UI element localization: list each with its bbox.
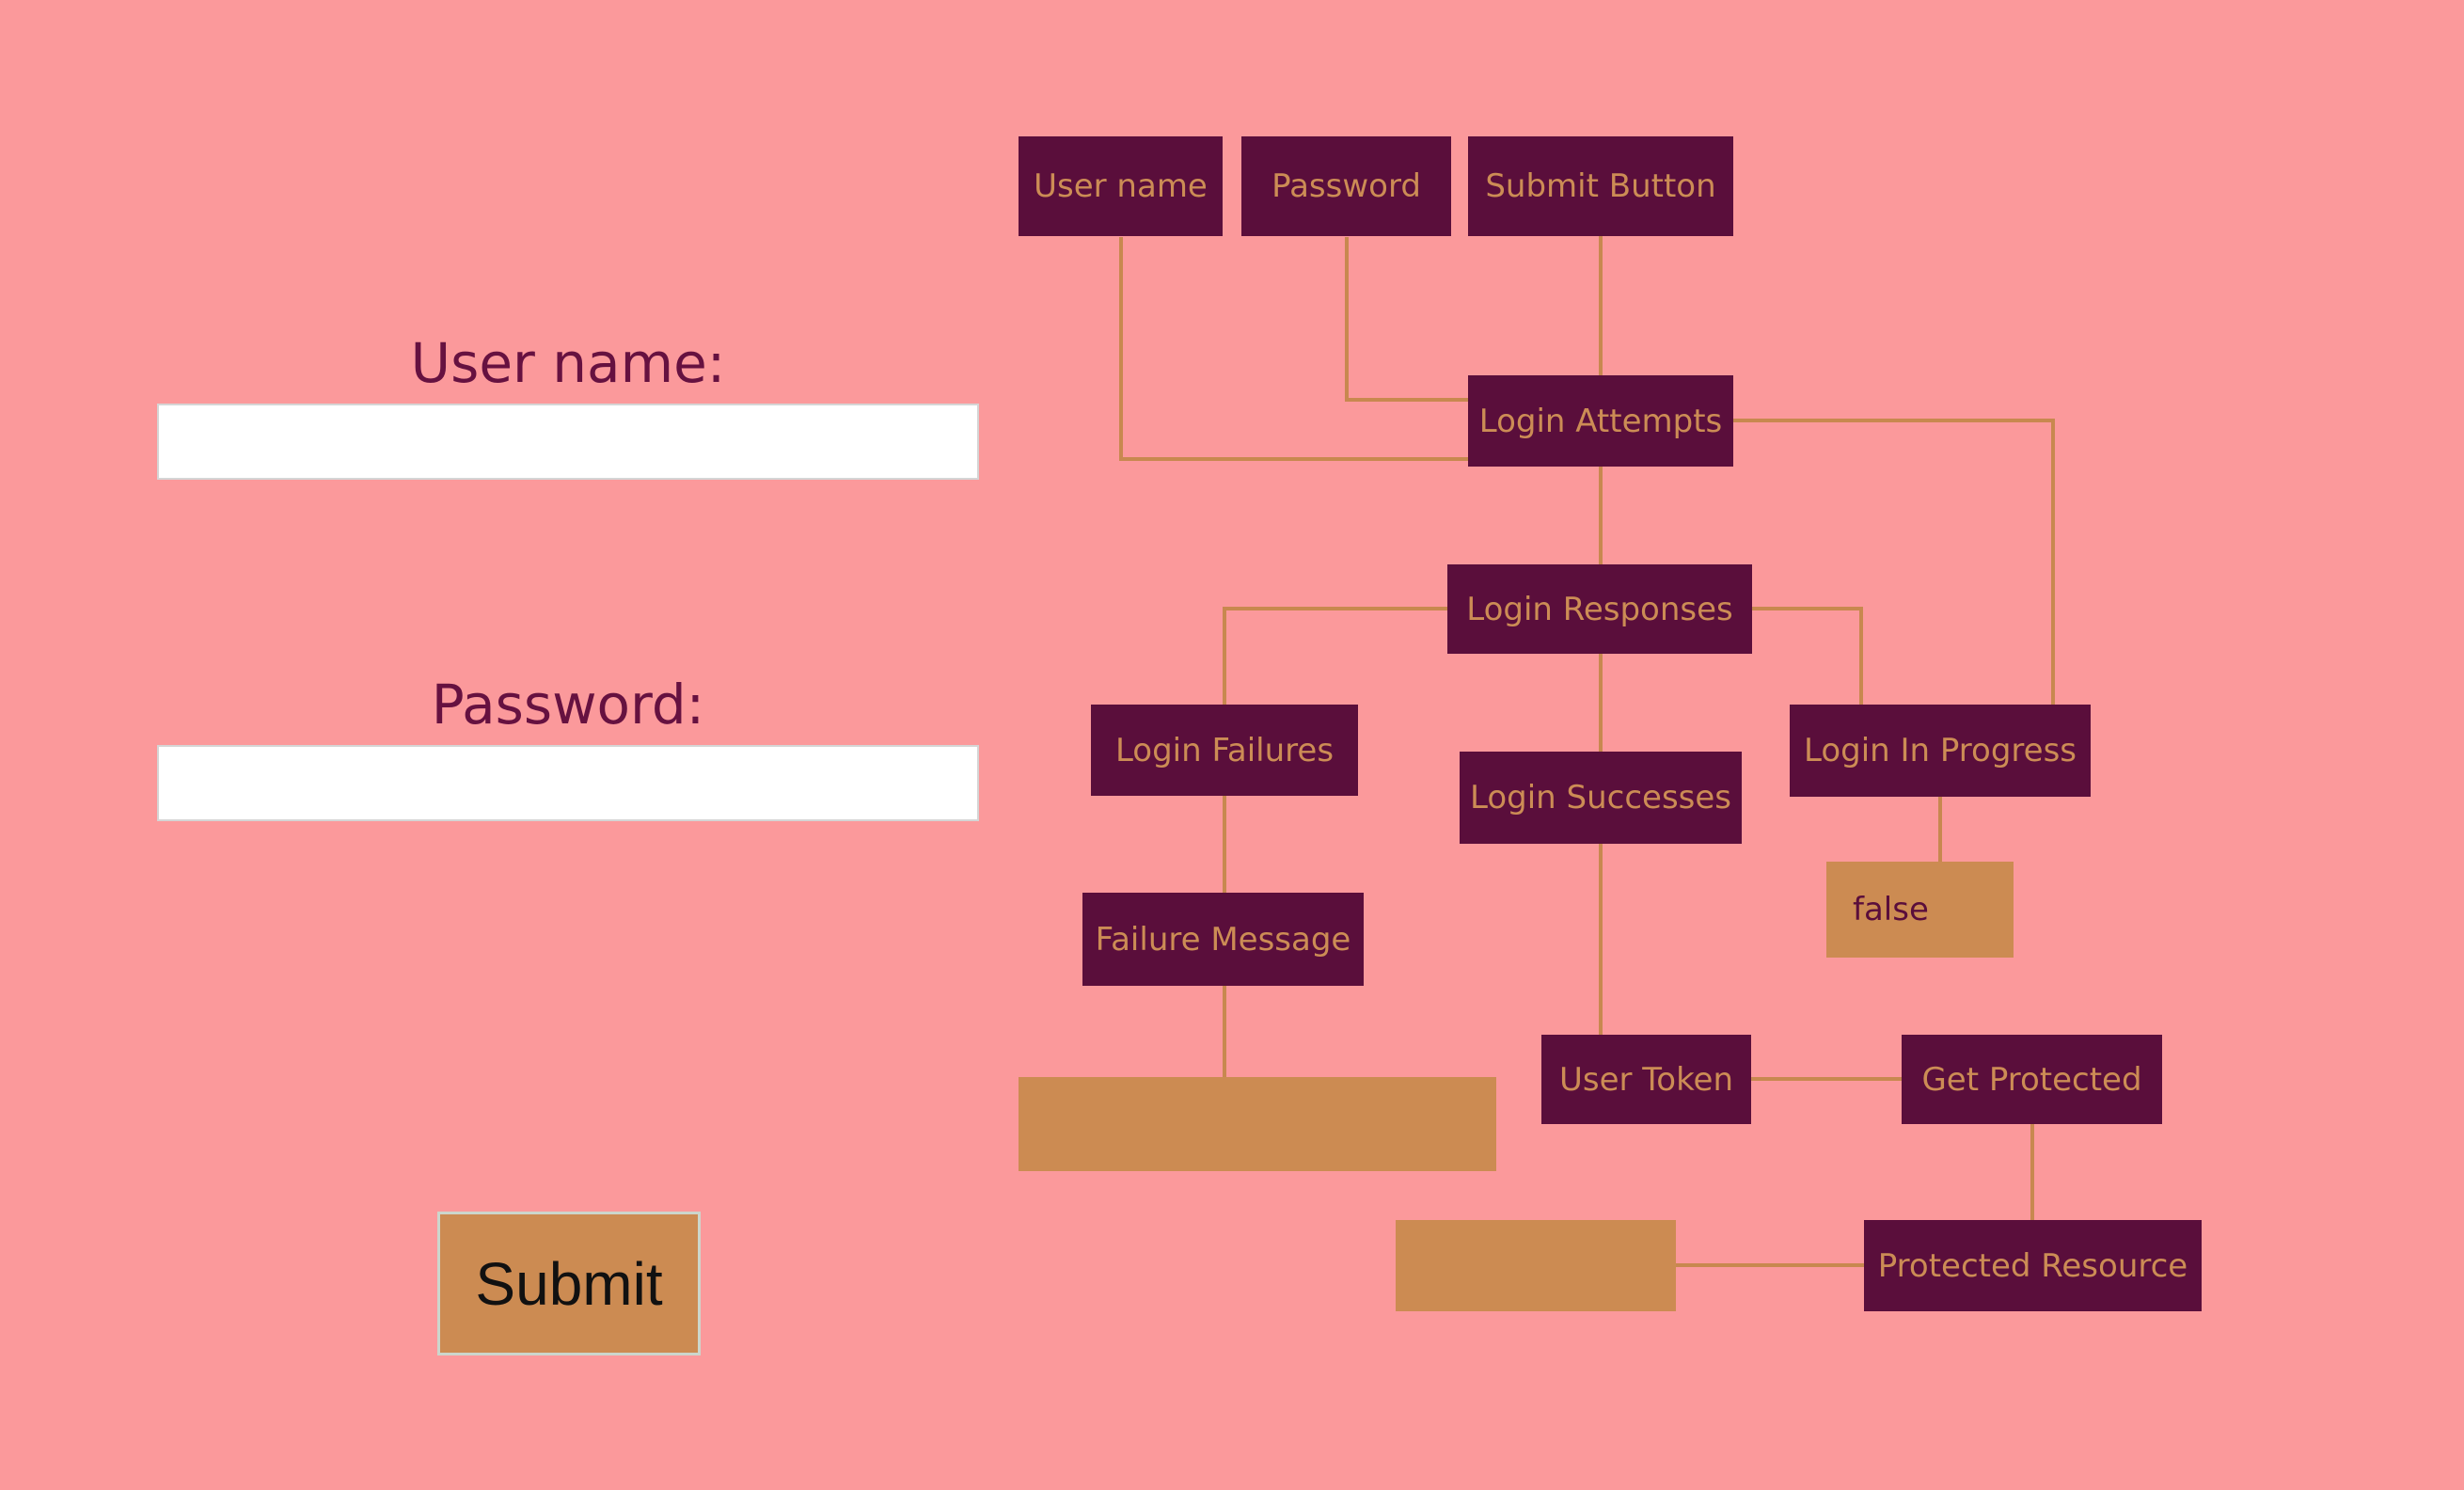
- connector-inprogress-false: [1938, 796, 1942, 864]
- node-failure-output-box: [1019, 1077, 1496, 1171]
- username-input[interactable]: [157, 404, 979, 480]
- node-user-token: User Token: [1541, 1035, 1751, 1124]
- node-user-name: User name: [1019, 136, 1223, 236]
- connector-output-resource: [1676, 1263, 1866, 1267]
- submit-button[interactable]: Submit: [437, 1212, 701, 1355]
- connector-user-name-right: [1119, 457, 1472, 461]
- connector-password-right: [1345, 398, 1472, 402]
- node-false-value: false: [1826, 862, 2014, 958]
- node-login-attempts: Login Attempts: [1468, 375, 1733, 467]
- connector-attempts-responses: [1599, 466, 1603, 566]
- node-protected-resource: Protected Resource: [1864, 1220, 2202, 1311]
- node-token-output-box: [1396, 1220, 1676, 1311]
- connector-attempts-inprogress: [2051, 419, 2055, 706]
- node-get-protected: Get Protected: [1902, 1035, 2162, 1124]
- connector-responses-left: [1223, 607, 1447, 610]
- node-login-responses: Login Responses: [1447, 564, 1752, 654]
- connector-responses-successes: [1599, 653, 1603, 753]
- node-submit-button: Submit Button: [1468, 136, 1733, 236]
- connector-message-output: [1223, 986, 1226, 1079]
- node-login-in-progress: Login In Progress: [1790, 705, 2091, 797]
- password-input[interactable]: [157, 745, 979, 821]
- username-label: User name:: [410, 331, 726, 395]
- connector-responses-inprogress: [1859, 607, 1863, 706]
- connector-responses-failures: [1223, 607, 1226, 706]
- connector-successes-token: [1599, 843, 1603, 1037]
- connector-responses-right: [1752, 607, 1863, 610]
- node-login-failures: Login Failures: [1091, 705, 1358, 796]
- connector-user-name-down: [1119, 237, 1123, 461]
- connector-submit-down: [1599, 236, 1603, 377]
- password-label: Password:: [431, 673, 705, 737]
- node-password: Password: [1241, 136, 1451, 236]
- node-failure-message: Failure Message: [1082, 893, 1364, 986]
- node-login-successes: Login Successes: [1460, 752, 1742, 844]
- connector-getprotected-resource: [2030, 1124, 2034, 1222]
- connector-password-down: [1345, 237, 1349, 402]
- connector-attempts-right: [1733, 419, 2055, 422]
- connector-token-getprotected: [1751, 1077, 1903, 1081]
- connector-failures-message: [1223, 796, 1226, 895]
